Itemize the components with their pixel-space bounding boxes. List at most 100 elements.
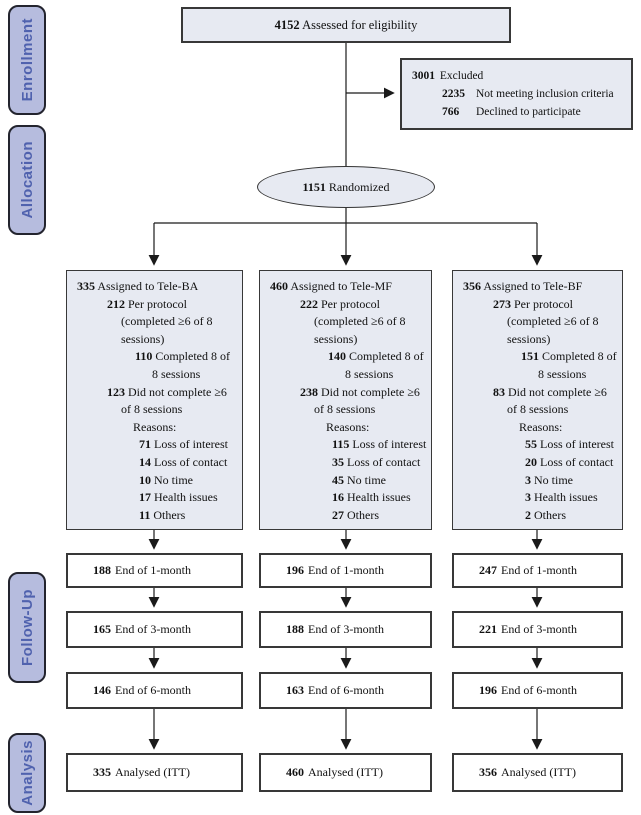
allocation-line: 2 Others [525, 507, 566, 522]
allocation-line: 35 Loss of contact [332, 454, 421, 469]
stage-label-followup-text: Follow-Up [18, 589, 36, 666]
allocation-line-count: 460 [270, 279, 288, 293]
followup-count: 165 [93, 622, 111, 636]
allocation-line: sessions) [507, 331, 551, 346]
analysis-label: Analysed (ITT) [308, 765, 383, 779]
assessed-text: 4152 Assessed for eligibility [275, 18, 418, 33]
allocation-line: Reasons: [133, 419, 177, 434]
excluded-label: Excluded [439, 70, 484, 82]
assessed-count: 4152 [274, 17, 300, 32]
allocation-line: of 8 sessions [314, 402, 376, 417]
followup-count: 146 [93, 683, 111, 697]
allocation-line: Reasons: [326, 419, 370, 434]
followup-label: End of 1-month [501, 563, 577, 577]
allocation-line: 151 Completed 8 of [521, 349, 617, 364]
followup-label: End of 6-month [501, 683, 577, 697]
allocation-line-count: 10 [139, 472, 151, 487]
allocation-line: 140 Completed 8 of [328, 349, 424, 364]
allocation-line-count: 2 [525, 507, 531, 522]
followup-6month-box-tele-bf: 196 End of 6-month [452, 672, 623, 709]
stage-label-allocation: Allocation [8, 125, 46, 235]
allocation-line: (completed ≥6 of 8 [507, 314, 599, 329]
allocation-line: sessions) [121, 331, 165, 346]
allocation-line-count: 222 [300, 296, 318, 311]
analysis-count: 335 [93, 765, 111, 779]
allocation-line-count: 335 [77, 279, 95, 293]
allocation-line: 123 Did not complete ≥6 [107, 384, 227, 399]
allocation-line-count: 55 [525, 437, 537, 452]
allocation-line: 10 No time [139, 472, 193, 487]
allocation-line-count: 27 [332, 507, 344, 522]
allocation-line: 222 Per protocol [300, 296, 380, 311]
followup-label: End of 3-month [308, 622, 384, 636]
followup-label: End of 1-month [308, 563, 384, 577]
assessed-label: Assessed for eligibility [302, 17, 418, 32]
allocation-line: 20 Loss of contact [525, 454, 614, 469]
allocation-line: 83 Did not complete ≥6 [493, 384, 607, 399]
allocation-line: of 8 sessions [507, 402, 569, 417]
followup-label: End of 6-month [115, 683, 191, 697]
followup-label: End of 3-month [501, 622, 577, 636]
excluded-reason-label: Declined to participate [476, 106, 581, 118]
followup-count: 221 [479, 622, 497, 636]
allocation-line: 27 Others [332, 507, 379, 522]
allocation-line: 71 Loss of interest [139, 437, 228, 452]
excluded-reason-label: Not meeting inclusion criteria [476, 88, 614, 100]
followup-count: 196 [479, 683, 497, 697]
analysis-count: 460 [286, 765, 304, 779]
allocation-line: 45 No time [332, 472, 386, 487]
allocation-line: 8 sessions [538, 366, 587, 381]
allocation-line-count: 16 [332, 490, 344, 505]
stage-label-analysis: Analysis [8, 733, 46, 813]
allocation-line: 238 Did not complete ≥6 [300, 384, 420, 399]
excluded-reason-count: 766 [442, 106, 460, 118]
allocation-line: 460 Assigned to Tele-MF [270, 279, 392, 293]
excluded-header: 3001 Excluded [412, 67, 627, 85]
followup-1month-box-tele-mf: 196 End of 1-month [259, 553, 432, 588]
followup-1month-box-tele-ba: 188 End of 1-month [66, 553, 243, 588]
allocation-line-count: 14 [139, 454, 151, 469]
followup-3month-box-tele-ba: 165 End of 3-month [66, 611, 243, 648]
followup-label: End of 3-month [115, 622, 191, 636]
allocation-line: 17 Health issues [139, 490, 218, 505]
allocation-line-count: 238 [300, 384, 318, 399]
allocation-line: 3 Health issues [525, 490, 598, 505]
stage-label-followup: Follow-Up [8, 572, 46, 683]
allocation-line: 11 Others [139, 507, 186, 522]
analysis-count: 356 [479, 765, 497, 779]
allocation-box-tele-ba: 335 Assigned to Tele-BA 212 Per protocol (… [66, 270, 243, 530]
allocation-line-count: 212 [107, 296, 125, 311]
followup-label: End of 1-month [115, 563, 191, 577]
allocation-line: (completed ≥6 of 8 [121, 314, 213, 329]
excluded-reason-count: 2235 [442, 88, 465, 100]
excluded-reason: 766 Declined to participate [412, 103, 627, 121]
allocation-line: 212 Per protocol [107, 296, 187, 311]
allocation-line-count: 20 [525, 454, 537, 469]
allocation-line-count: 3 [525, 490, 531, 505]
randomized-text: 1151 Randomized [303, 180, 390, 195]
allocation-line: 16 Health issues [332, 490, 411, 505]
followup-count: 196 [286, 563, 304, 577]
followup-6month-box-tele-ba: 146 End of 6-month [66, 672, 243, 709]
allocation-line-count: 11 [139, 507, 151, 522]
stage-label-allocation-text: Allocation [18, 141, 36, 219]
followup-3month-box-tele-bf: 221 End of 3-month [452, 611, 623, 648]
allocation-line: 273 Per protocol [493, 296, 573, 311]
allocation-line-count: 110 [135, 349, 153, 364]
allocation-line-count: 115 [332, 437, 350, 452]
followup-count: 188 [93, 563, 111, 577]
allocation-line: 8 sessions [345, 366, 394, 381]
allocation-line: 335 Assigned to Tele-BA [77, 279, 199, 293]
randomized-count: 1151 [302, 179, 326, 194]
followup-count: 163 [286, 683, 304, 697]
allocation-line: 110 Completed 8 of [135, 349, 230, 364]
allocation-line: 115 Loss of interest [332, 437, 427, 452]
allocation-line-count: 356 [463, 279, 481, 293]
excluded-count: 3001 [412, 70, 435, 82]
